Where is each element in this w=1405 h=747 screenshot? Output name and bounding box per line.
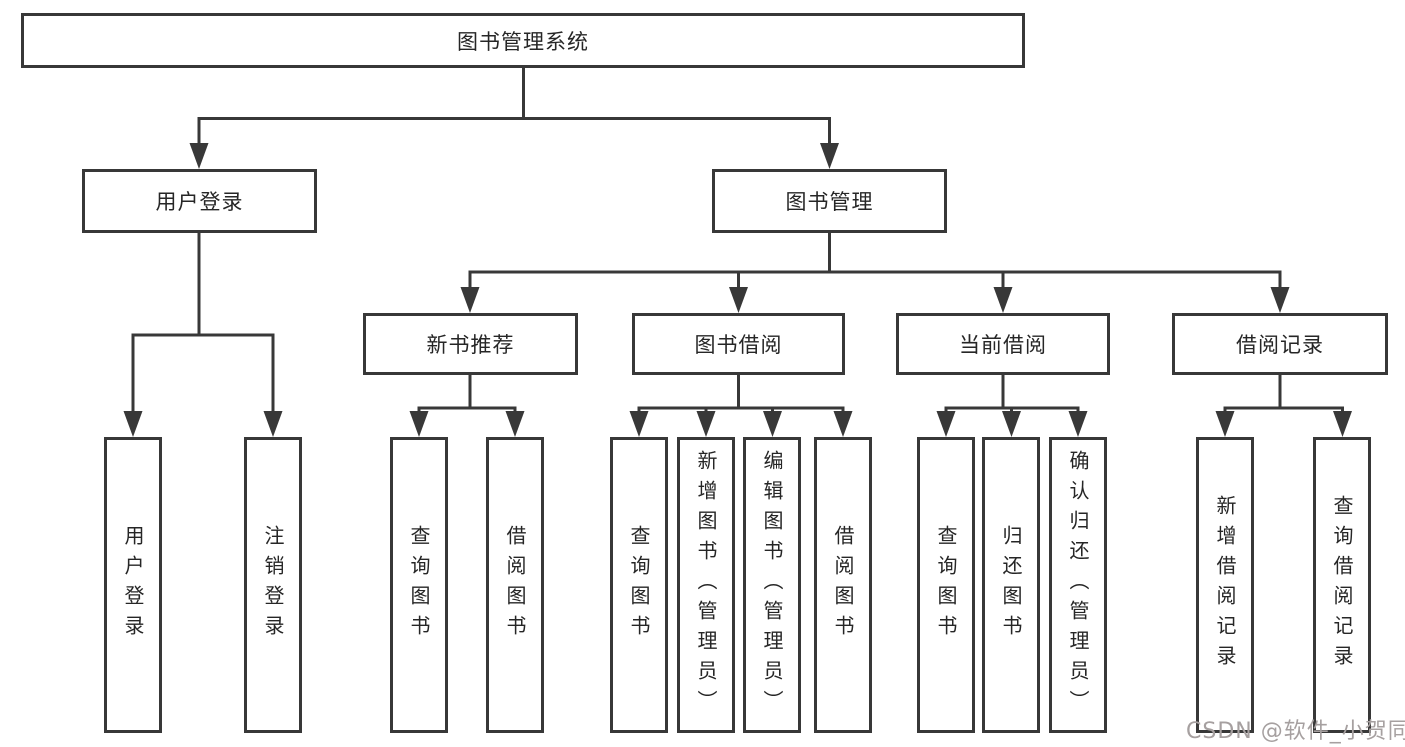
connector-new-book-recommend — [409, 375, 525, 437]
leaf-current-confirm-return-admin: 确认归还（管理员） — [1049, 437, 1107, 733]
connector-root — [189, 68, 839, 169]
leaf-borrowing-edit-books-admin: 编辑图书（管理员） — [743, 437, 801, 733]
connector-user-login — [123, 233, 283, 437]
node-book-borrowing: 图书借阅 — [632, 313, 845, 375]
leaf-borrowing-add-books-admin: 新增图书（管理员） — [677, 437, 735, 733]
connector-book-borrowing — [629, 375, 853, 437]
leaf-records-add-record: 新增借阅记录 — [1196, 437, 1254, 733]
leaf-user-login: 用户登录 — [104, 437, 162, 733]
leaf-borrowing-borrow-books: 借阅图书 — [814, 437, 872, 733]
csdn-watermark: CSDN @软件_小贺同学 — [1186, 719, 1405, 744]
node-borrowing-records: 借阅记录 — [1172, 313, 1388, 375]
node-user-login: 用户登录 — [82, 169, 317, 233]
leaf-current-query-books: 查询图书 — [917, 437, 975, 733]
node-current-borrowing: 当前借阅 — [896, 313, 1110, 375]
connector-borrowing-records — [1215, 375, 1352, 437]
node-library-system: 图书管理系统 — [21, 13, 1025, 68]
connector-current-borrowing — [936, 375, 1088, 437]
node-book-management: 图书管理 — [712, 169, 947, 233]
node-new-book-recommend: 新书推荐 — [363, 313, 578, 375]
leaf-logout: 注销登录 — [244, 437, 302, 733]
leaf-borrowing-query-books: 查询图书 — [610, 437, 668, 733]
leaf-recommend-query-books: 查询图书 — [390, 437, 448, 733]
connector-book-management — [460, 233, 1290, 313]
leaf-current-return-books: 归还图书 — [982, 437, 1040, 733]
leaf-records-query-record: 查询借阅记录 — [1313, 437, 1371, 733]
leaf-recommend-borrow-books: 借阅图书 — [486, 437, 544, 733]
